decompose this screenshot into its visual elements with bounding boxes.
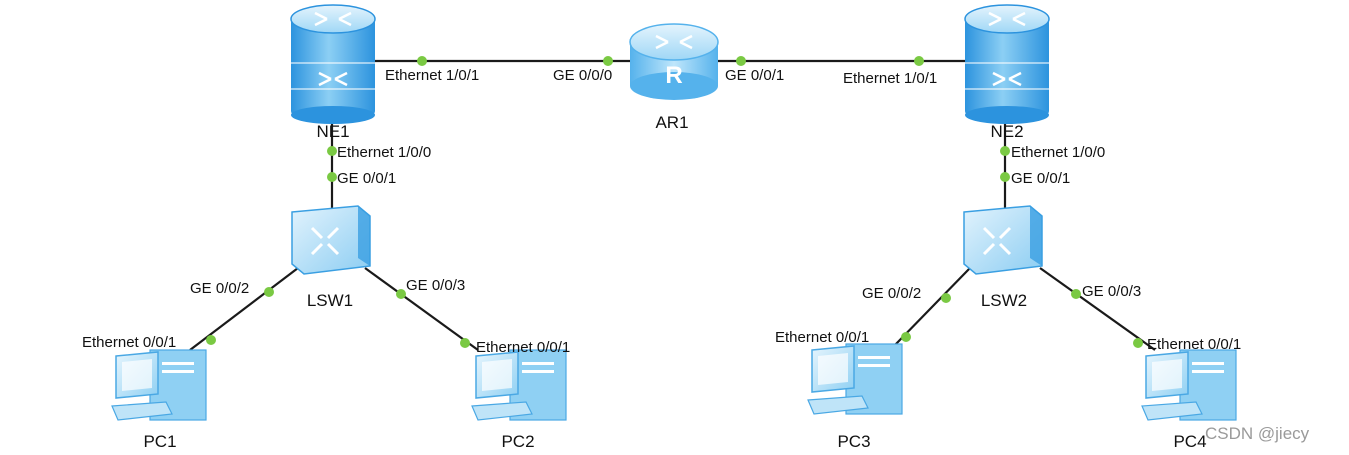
port-dot[interactable] xyxy=(941,293,951,303)
port-label-ar1-ne2: GE 0/0/1 xyxy=(725,67,784,84)
port-label-ne1-ar1: Ethernet 1/0/1 xyxy=(385,67,479,84)
links xyxy=(189,59,1156,351)
device-label-ne1: NE1 xyxy=(316,122,349,141)
device-label-lsw1: LSW1 xyxy=(307,291,353,310)
port-label-lsw1-pc2: GE 0/0/3 xyxy=(406,277,465,294)
device-label-lsw2: LSW2 xyxy=(981,291,1027,310)
device-labels: NE1 AR1 NE2 LSW1 LSW2 PC1 PC2 PC3 PC4 xyxy=(143,113,1206,451)
port-label-pc2-lsw1: Ethernet 0/0/1 xyxy=(476,339,570,356)
port-label-ar1-ne1: GE 0/0/0 xyxy=(553,67,612,84)
pc-icon[interactable] xyxy=(1141,349,1237,421)
port-label-ne2-ar1: Ethernet 1/0/1 xyxy=(843,70,937,87)
router-icon[interactable]: R xyxy=(629,23,719,100)
port-label-pc3-lsw2: Ethernet 0/0/1 xyxy=(775,329,869,346)
port-label-lsw2-pc3: GE 0/0/2 xyxy=(862,285,921,302)
switch-icon[interactable] xyxy=(963,205,1043,275)
link-lsw2-pc3 xyxy=(894,267,971,346)
svg-text:R: R xyxy=(665,62,682,89)
port-label-lsw2-pc4: GE 0/0/3 xyxy=(1082,283,1141,300)
port-dot[interactable] xyxy=(327,146,337,156)
port-label-ne2-lsw2: Ethernet 1/0/0 xyxy=(1011,144,1105,161)
port-dot[interactable] xyxy=(327,172,337,182)
port-labels: Ethernet 1/0/1 GE 0/0/0 GE 0/0/1 Etherne… xyxy=(82,67,1241,356)
port-label-lsw1-pc1: GE 0/0/2 xyxy=(190,280,249,297)
pc-icon[interactable] xyxy=(471,349,567,421)
device-label-ne2: NE2 xyxy=(990,122,1023,141)
port-dot[interactable] xyxy=(264,287,274,297)
device-label-pc4: PC4 xyxy=(1173,432,1206,451)
port-dot[interactable] xyxy=(736,56,746,66)
port-dot[interactable] xyxy=(1071,289,1081,299)
device-label-pc1: PC1 xyxy=(143,432,176,451)
port-dot[interactable] xyxy=(914,56,924,66)
port-label-ne1-lsw1: Ethernet 1/0/0 xyxy=(337,144,431,161)
port-dot[interactable] xyxy=(396,289,406,299)
port-dot[interactable] xyxy=(1000,146,1010,156)
watermark: CSDN @jiecy xyxy=(1205,424,1310,443)
port-label-lsw1-ne1: GE 0/0/1 xyxy=(337,170,396,187)
port-label-pc4-lsw2: Ethernet 0/0/1 xyxy=(1147,336,1241,353)
pc-icon[interactable] xyxy=(807,343,903,415)
router-stack-icon[interactable] xyxy=(290,4,376,124)
port-dot[interactable] xyxy=(206,335,216,345)
port-dot[interactable] xyxy=(417,56,427,66)
device-label-pc2: PC2 xyxy=(501,432,534,451)
port-label-lsw2-ne2: GE 0/0/1 xyxy=(1011,170,1070,187)
port-dot[interactable] xyxy=(1133,338,1143,348)
link-lsw1-pc2 xyxy=(364,267,479,351)
port-dot[interactable] xyxy=(460,338,470,348)
port-dot[interactable] xyxy=(1000,172,1010,182)
switch-icon[interactable] xyxy=(291,205,371,275)
port-dots xyxy=(206,56,1143,348)
device-label-pc3: PC3 xyxy=(837,432,870,451)
port-dot[interactable] xyxy=(603,56,613,66)
router-stack-icon[interactable] xyxy=(964,4,1050,124)
device-label-ar1: AR1 xyxy=(655,113,688,132)
port-dot[interactable] xyxy=(901,332,911,342)
link-lsw2-pc4 xyxy=(1039,267,1156,351)
pc-icon[interactable] xyxy=(111,349,207,421)
port-label-pc1-lsw1: Ethernet 0/0/1 xyxy=(82,334,176,351)
